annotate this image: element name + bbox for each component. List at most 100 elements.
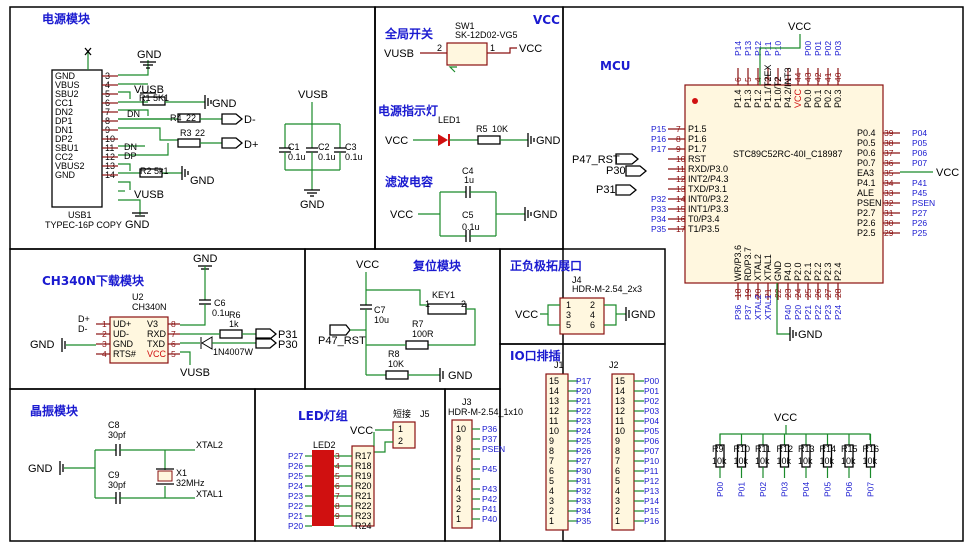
- j5-header: J5 1 2 VCC: [350, 409, 430, 453]
- vusb-usb-top: VUSB: [134, 84, 164, 96]
- r3-label: R3: [180, 128, 192, 138]
- ch340-left-pin-number: 3: [102, 339, 107, 349]
- c5-label: C5: [462, 210, 474, 220]
- j1Pins-net: P31: [576, 476, 591, 486]
- ch340-left-pin-name: UD+: [113, 319, 131, 329]
- mcu-right-pin-name: ALE: [857, 188, 874, 198]
- ch-gnd-top: GND: [193, 253, 218, 265]
- mcu-top-pin-number: 2: [773, 77, 783, 82]
- pullup-net: P00: [715, 482, 725, 497]
- mcu-top-pin-number: 41: [823, 72, 833, 82]
- usb-pin-name: CC1: [55, 98, 73, 108]
- mcu-gnd: GND: [798, 329, 823, 341]
- c4-value: 1u: [464, 175, 474, 185]
- j2Pins-pin-number: 10: [615, 426, 625, 436]
- j3-net: PSEN: [482, 444, 505, 454]
- mcu-top-pin-name: P0.1: [813, 89, 823, 108]
- j1Pins-pin-number: 3: [549, 496, 554, 506]
- j1Pins-net: P34: [576, 506, 591, 516]
- mcu-right-net: P06: [912, 148, 927, 158]
- mcu-title: MCU: [600, 59, 631, 73]
- ch340-left-pin-name: GND: [113, 339, 134, 349]
- j2Pins-net: P00: [644, 376, 659, 386]
- j4-vcc: VCC: [515, 309, 538, 321]
- j3-part: HDR-M-2.54_1x10: [448, 407, 523, 417]
- j3-pin-number: 9: [456, 434, 461, 444]
- mcu-top-pin-name: P0.2: [823, 89, 833, 108]
- x1-value: 32MHz: [176, 478, 205, 488]
- ch340-right-pin-number: 8: [171, 319, 176, 329]
- mcu-right-pin-number: 39: [884, 128, 894, 138]
- power-module-title: 电源模块: [42, 11, 91, 26]
- mcu-right-pin-name: PSEN: [857, 198, 882, 208]
- led2-ref: LED2: [313, 440, 336, 450]
- j3-pin-number: 2: [456, 504, 461, 514]
- vusb-bottom: VUSB: [134, 189, 164, 201]
- mcu-left-pin-name: T0/P3.4: [688, 214, 720, 224]
- mcu-top-net: P01: [813, 41, 823, 56]
- mcu-top-net: P02: [823, 41, 833, 56]
- led1-ref: LED1: [438, 115, 461, 125]
- pullup-value: 10k: [755, 456, 770, 466]
- mcu-right-pin-number: 38: [884, 138, 894, 148]
- j3-net: P40: [482, 514, 497, 524]
- mcu-bottom-pin-number: 19: [743, 288, 753, 298]
- usb-pin-name: GND: [55, 71, 76, 81]
- mcu-left-net: P15: [651, 124, 666, 134]
- mcu-left-pin-name: INT0/P3.2: [688, 194, 729, 204]
- mcu-top-net: P13: [743, 41, 753, 56]
- j2Pins-net: P07: [644, 446, 659, 456]
- mcu-left-pin-number: 13: [676, 184, 686, 194]
- j3-net: P37: [482, 434, 497, 444]
- j3-net: P36: [482, 424, 497, 434]
- key1-label: KEY1: [432, 290, 455, 300]
- mcu-bottom-pin-name: P2.3: [823, 262, 833, 281]
- j1Pins-net: P24: [576, 426, 591, 436]
- mcu-top-pin-name: P1.2: [753, 89, 763, 108]
- switch-title: 全局开关: [384, 26, 433, 41]
- mcu-right-pin-number: 35: [884, 168, 894, 178]
- mcu-top-net: P03: [833, 41, 843, 56]
- mcu-bottom-pin-number: 21: [763, 288, 773, 298]
- j3-pin-number: 1: [456, 514, 461, 524]
- j3-net: P45: [482, 464, 497, 474]
- mcu-top-pin-number: 44: [793, 72, 803, 82]
- r1-value: 5K1: [153, 93, 169, 103]
- j2Pins-pin-number: 5: [615, 476, 620, 486]
- j5-pin2: 2: [398, 436, 403, 446]
- r8-value: 10K: [388, 359, 404, 369]
- mcu-bottom-pin-name: P2.1: [803, 262, 813, 281]
- key1-pin1: 1: [425, 299, 430, 309]
- j4-pin-number: 5: [566, 320, 571, 330]
- ledgroup-net: P27: [288, 451, 303, 461]
- mcu-left-pin-name: RST: [688, 154, 707, 164]
- mcu-left-pin-number: 17: [676, 224, 686, 234]
- mcu-left-pin-number: 10: [676, 154, 686, 164]
- mcu-right-pin-name: P0.4: [857, 128, 876, 138]
- pullup-vcc: VCC: [774, 412, 797, 424]
- ch340-right-pin-name: RXD: [147, 329, 167, 339]
- mcu-bottom-net: P37: [743, 305, 753, 320]
- j2-ref: J2: [609, 360, 619, 370]
- mcu-top-pin-number: 42: [813, 72, 823, 82]
- mcu-right-pin-name: EA3: [857, 168, 874, 178]
- ledgroup-pin-number: 8: [335, 501, 340, 511]
- mcu-left-pin-number: 7: [676, 124, 681, 134]
- ch-dplus: D+: [78, 314, 90, 324]
- r6-value: 1k: [229, 319, 239, 329]
- led-indicator-title: 电源指示灯: [378, 103, 438, 118]
- ledgroup-pin-number: 5: [335, 471, 340, 481]
- mcu-bottom-pin-name: P4.0: [783, 262, 793, 281]
- mcu-top-net: P12: [753, 41, 763, 56]
- dn-net-2: DN: [124, 142, 137, 152]
- mcu-left-pin-name: INT2/P4.3: [688, 174, 729, 184]
- j1Pins-net: P22: [576, 406, 591, 416]
- power-wiring: GND VUSB GND R1 5K1 D- R4 22 DN D+ R3 22…: [84, 47, 363, 231]
- j2Pins-net: P12: [644, 476, 659, 486]
- dn-net: DN: [127, 109, 140, 119]
- filter-cap-title: 滤波电容: [385, 174, 433, 189]
- mcu-right-pin-name: P0.5: [857, 138, 876, 148]
